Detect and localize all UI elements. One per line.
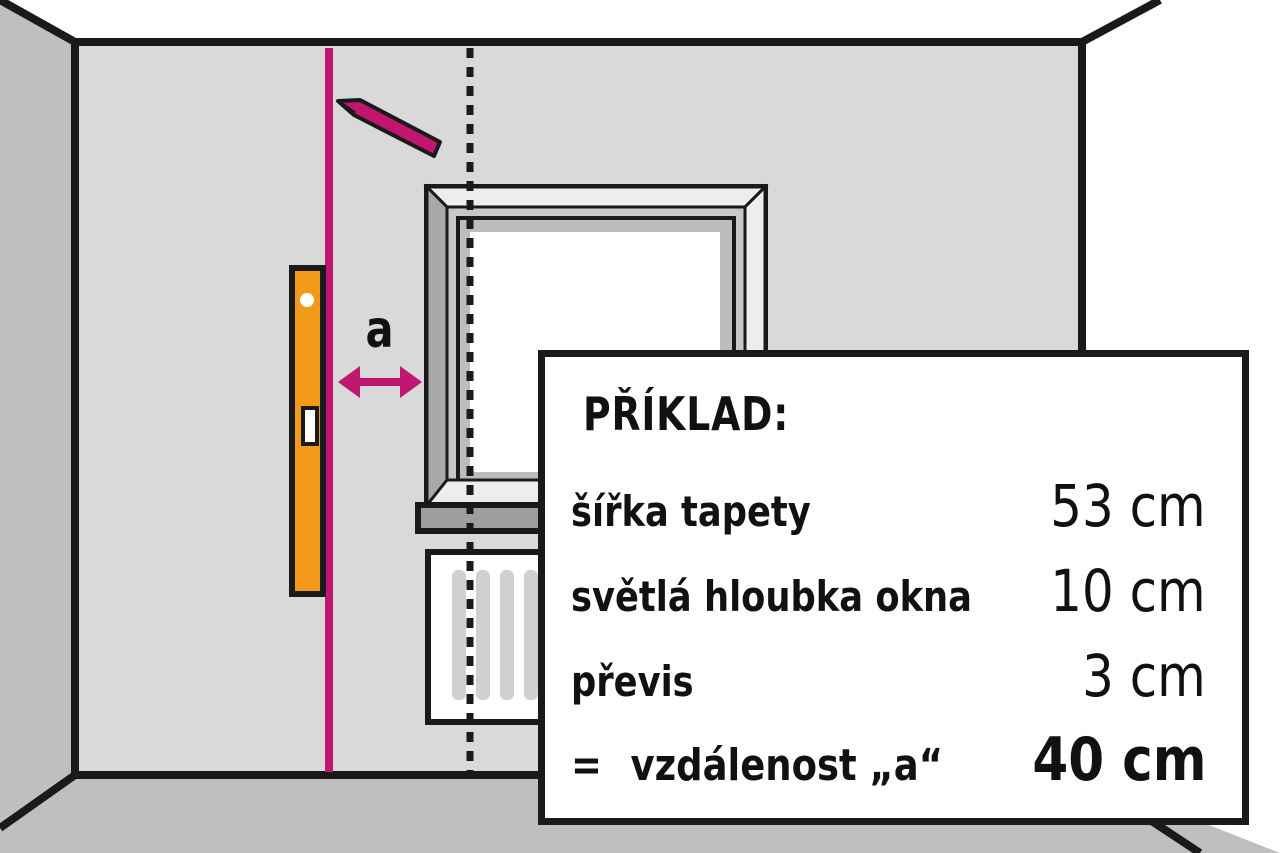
double-arrow-icon (338, 366, 422, 398)
result-value: 40 cm (1031, 725, 1206, 795)
example-box: PŘÍKLAD: šířka tapety 53 cm světlá hloub… (538, 350, 1249, 825)
row-value: 53 cm (1050, 472, 1206, 540)
row-label: světlá hloubka okna (571, 572, 972, 621)
dimension-label-a: a (365, 300, 394, 360)
row-label: převis (571, 657, 694, 706)
example-title: PŘÍKLAD: (583, 387, 790, 441)
corner-line (0, 771, 78, 832)
corner-line (0, 0, 77, 46)
example-row-overhang: převis 3 cm (571, 642, 1206, 712)
left-side-wall (0, 0, 75, 820)
example-row-window-depth: světlá hloubka okna 10 cm (571, 557, 1206, 627)
ceiling (0, 0, 1280, 42)
example-row-wallpaper-width: šířka tapety 53 cm (571, 472, 1206, 542)
equals-sign: = (571, 740, 602, 791)
spirit-level-icon (289, 265, 326, 597)
corner-line (1080, 0, 1162, 46)
row-value: 3 cm (1082, 642, 1206, 710)
example-row-result: = vzdálenost „a“ 40 cm (571, 725, 1206, 797)
row-label: šířka tapety (571, 487, 811, 536)
row-value: 10 cm (1050, 557, 1206, 625)
result-label-text: vzdálenost „a“ (630, 740, 944, 791)
pencil-icon (336, 98, 442, 158)
result-label: = vzdálenost „a“ (571, 740, 943, 791)
